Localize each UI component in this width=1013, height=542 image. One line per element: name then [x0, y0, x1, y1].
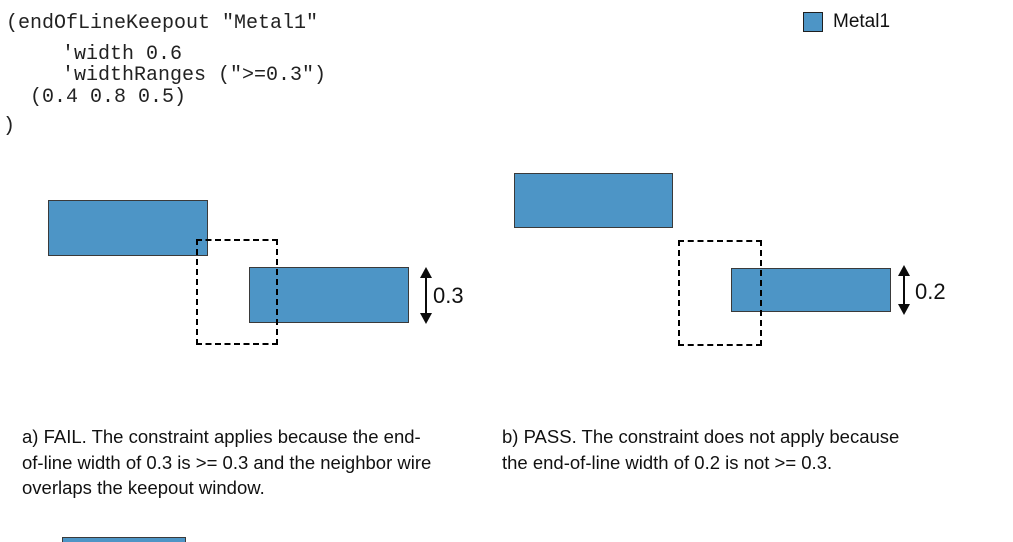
metal1-swatch-icon — [803, 12, 823, 32]
legend-label: Metal1 — [833, 11, 891, 32]
wire-rect-upper-a — [48, 200, 208, 256]
wire-rect-upper-b — [514, 173, 673, 228]
arrow-shaft — [903, 273, 905, 307]
code-line: 'widthRanges (">=0.3") — [62, 64, 327, 87]
dimension-label-b: 0.2 — [915, 279, 946, 304]
code-line: ) — [3, 115, 16, 138]
caption-line: of-line width of 0.3 is >= 0.3 and the n… — [22, 451, 432, 473]
keepout-window-a — [196, 239, 278, 345]
caption-a: a) FAIL. The constraint applies because … — [22, 424, 502, 501]
caption-line: a) FAIL. The constraint applies because … — [22, 426, 421, 447]
dimension-arrow-b — [898, 265, 910, 315]
arrow-down-icon — [898, 304, 910, 315]
code-line: 'width 0.6 — [62, 43, 183, 66]
wire-rect-neighbor-a — [249, 267, 409, 323]
dimension-arrow-a — [420, 267, 432, 324]
caption-line: b) PASS. The constraint does not apply b… — [502, 426, 900, 447]
arrow-down-icon — [420, 313, 432, 324]
arrow-up-icon — [898, 265, 910, 276]
keepout-window-b — [678, 240, 762, 346]
wire-rect-neighbor-b — [731, 268, 891, 312]
partial-metal-rect — [62, 537, 186, 542]
code-line: (0.4 0.8 0.5) — [30, 86, 187, 109]
caption-line: overlaps the keepout window. — [22, 477, 265, 498]
dimension-label-a: 0.3 — [433, 283, 464, 308]
caption-line: the end-of-line width of 0.2 is not >= 0… — [502, 451, 833, 473]
code-line: (endOfLineKeepout "Metal1" — [6, 12, 319, 35]
caption-b: b) PASS. The constraint does not apply b… — [502, 424, 972, 475]
arrow-shaft — [425, 275, 427, 316]
arrow-up-icon — [420, 267, 432, 278]
